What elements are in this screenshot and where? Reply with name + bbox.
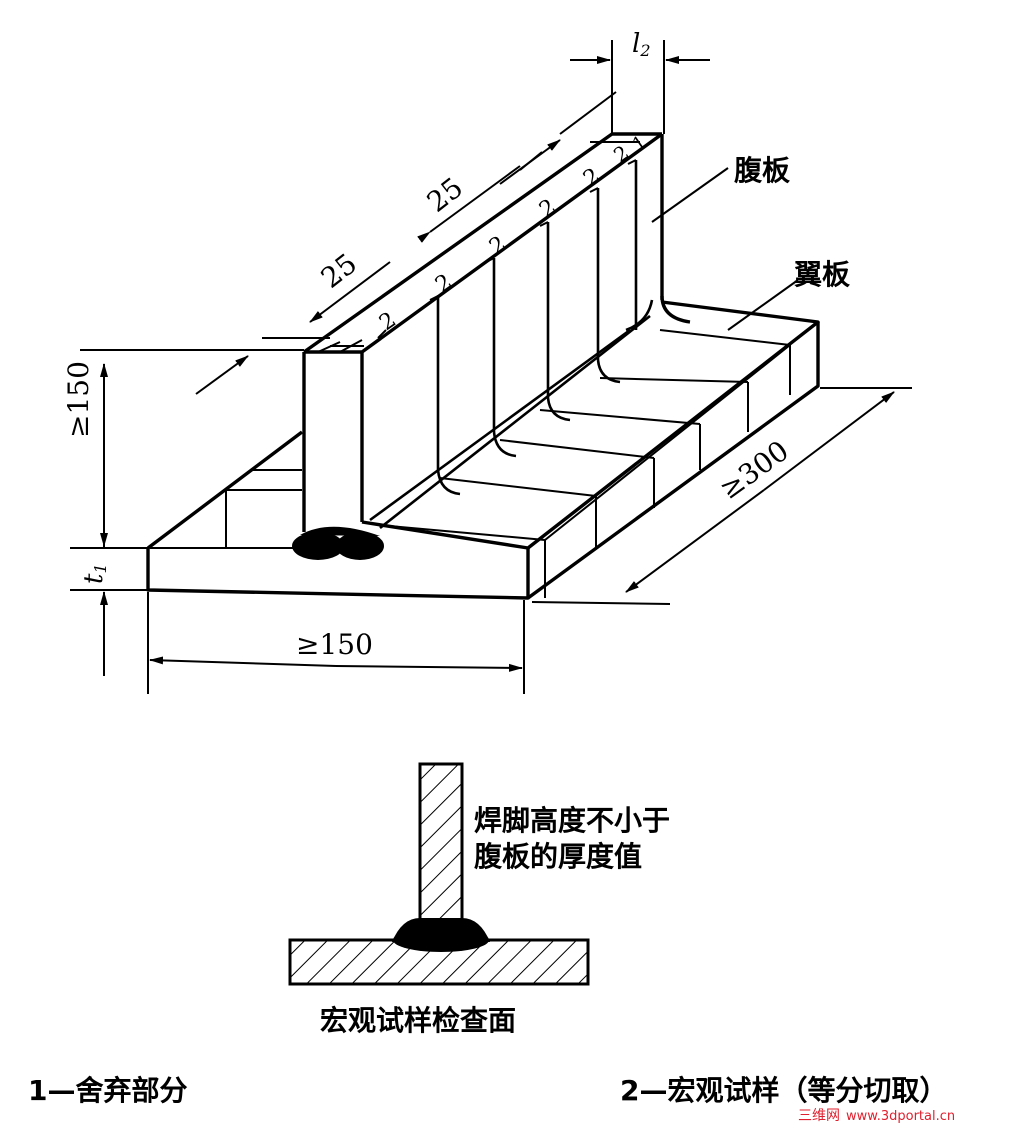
dim-t2: l2 [570, 29, 710, 134]
dim-t1: t1 [70, 500, 148, 676]
leader-web-plate: 腹板 [651, 154, 790, 223]
dim-web-piece-top: 25 [417, 91, 617, 243]
web-plate-label: 腹板 [734, 154, 790, 187]
slice-label-group: 2 2 2 2 2 2 1 [375, 131, 650, 336]
slice-label: 2 [375, 308, 401, 337]
dim-t1-sub: 1 [91, 563, 110, 573]
dim-height-label: ≥150 [62, 361, 95, 438]
watermark-zh: 三维网 [798, 1108, 840, 1124]
dim-length-label: ≥300 [713, 434, 795, 506]
dim-width: ≥150 [147, 592, 525, 694]
dim-web-piece-top-label: 25 [421, 171, 469, 219]
web-plate [302, 132, 691, 532]
dim-t2-sub: 2 [639, 41, 650, 60]
leg-note-line1: 焊脚高度不小于 [474, 804, 670, 837]
dim-height: ≥150 [62, 349, 304, 548]
dim-width-label: ≥150 [296, 628, 373, 661]
macro-section [288, 762, 590, 986]
watermark: 三维网 www.3dportal.cn [798, 1108, 955, 1124]
svg-text:l2: l2 [632, 29, 651, 60]
section-caption: 宏观试样检查面 [320, 1004, 516, 1037]
weld-bead-front [292, 526, 384, 560]
legend-item-2: 2—宏观试样（等分切取） [620, 1074, 947, 1107]
legend-item-1: 1—舍弃部分 [28, 1074, 187, 1107]
leg-note-line2: 腹板的厚度值 [474, 840, 642, 873]
svg-text:t1: t1 [79, 563, 110, 584]
dim-t1-label: t [79, 573, 109, 584]
flange-plate [146, 300, 820, 600]
flange-plate-label: 翼板 [794, 258, 850, 291]
leader-flange-plate: 翼板 [727, 258, 850, 331]
dim-t2-label: l [632, 29, 640, 59]
watermark-site: www.3dportal.cn [846, 1109, 955, 1124]
